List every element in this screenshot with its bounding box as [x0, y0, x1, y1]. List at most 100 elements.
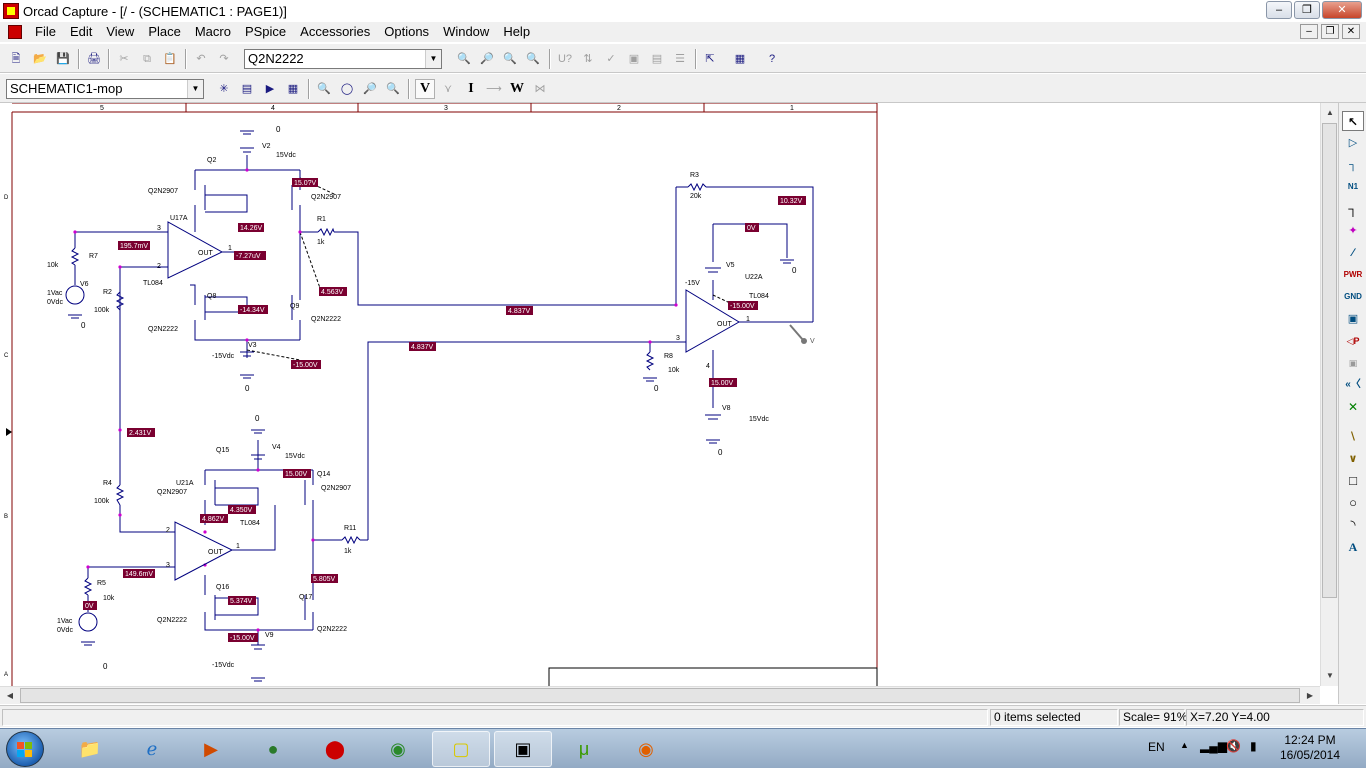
place-arc-icon[interactable]: ◝	[1350, 517, 1356, 532]
help-icon[interactable]: ?	[768, 53, 776, 65]
voltage-marker[interactable]: 149.6mV	[123, 569, 155, 578]
place-pin-icon[interactable]: ▣	[1348, 358, 1358, 368]
zoom-area-icon[interactable]: 🔍	[503, 53, 517, 65]
voltage-marker[interactable]: -15.00V	[291, 360, 321, 369]
voltage-markers[interactable]: 15.0?V 14.26V 195.7mV -7.27uV 4.563V -14…	[83, 178, 806, 642]
document-icon[interactable]	[8, 25, 22, 39]
voltage-probe-marker[interactable]: V	[789, 324, 815, 345]
place-ground-icon[interactable]: GND	[1344, 292, 1362, 301]
close-button[interactable]: ✕	[1322, 1, 1362, 19]
schematic-combo[interactable]: SCHEMATIC1-mop ▼	[6, 79, 204, 99]
place-part-icon[interactable]: ▷	[1348, 137, 1358, 149]
print-icon[interactable]: 🖨	[87, 53, 101, 65]
place-hierarchical-block-icon[interactable]: ▣	[1347, 313, 1359, 325]
bias-current-display-icon[interactable]: I	[468, 81, 474, 96]
place-power-icon[interactable]: PWR	[1343, 270, 1363, 279]
orcad-app-icon[interactable]	[3, 3, 19, 19]
menu-pspice[interactable]: PSpice	[244, 24, 287, 39]
redo-icon[interactable]: ↷	[219, 53, 229, 65]
view-simulation-results-icon[interactable]: ▦	[287, 83, 299, 95]
place-ellipse-icon[interactable]: ○	[1349, 495, 1357, 510]
system-clock[interactable]: 12:24 PM 16/05/2014	[1270, 733, 1350, 763]
enable-power-selected-icon[interactable]: ⋈	[534, 83, 546, 95]
chrome-taskbar-icon[interactable]: ◉	[390, 738, 406, 759]
doc-restore-button[interactable]: ❐	[1321, 24, 1339, 39]
voltage-marker[interactable]: 15.0?V	[292, 178, 318, 187]
project-manager-icon[interactable]: ▦	[734, 53, 746, 65]
battery-icon[interactable]: ▮	[1250, 739, 1257, 753]
chevron-down-icon[interactable]: ▼	[187, 80, 203, 98]
voltage-marker[interactable]: 0V	[745, 223, 759, 232]
menu-accessories[interactable]: Accessories	[300, 24, 371, 39]
open-icon[interactable]: 📂	[33, 53, 47, 65]
select-tool-icon[interactable]: ↖	[1342, 111, 1364, 131]
voltage-marker[interactable]: 15.00V	[709, 378, 737, 387]
voltage-marker[interactable]: 5.805V	[311, 574, 338, 583]
chevron-down-icon[interactable]: ▼	[425, 50, 441, 68]
power-marker-icon[interactable]: 🔍	[386, 83, 400, 95]
paste-icon[interactable]: 📋	[163, 53, 177, 65]
voltage-marker[interactable]: 4.837V	[506, 306, 533, 315]
place-off-page-connector-icon[interactable]: «〈	[1345, 379, 1361, 390]
place-line-icon[interactable]: ∖	[1349, 431, 1357, 443]
start-button[interactable]	[6, 731, 44, 767]
new-icon[interactable]: 🗎	[11, 53, 21, 65]
cut-icon[interactable]: ✂	[119, 53, 129, 65]
utorrent-taskbar-icon[interactable]: μ	[578, 738, 590, 759]
voltage-marker-icon[interactable]: 🔍	[317, 83, 331, 95]
menu-options[interactable]: Options	[384, 24, 430, 39]
restore-button[interactable]: ❐	[1294, 1, 1320, 19]
run-pspice-icon[interactable]: ▶	[265, 83, 275, 95]
zoom-out-icon[interactable]: 🔎	[480, 53, 494, 65]
voltage-marker[interactable]: -15.00V	[728, 301, 758, 310]
zoom-in-icon[interactable]: 🔍	[457, 53, 471, 65]
scroll-left-icon[interactable]: ◀	[6, 691, 14, 700]
scroll-down-icon[interactable]: ▼	[1326, 671, 1334, 680]
media-player-taskbar-icon[interactable]: ▶	[204, 738, 218, 759]
new-simulation-profile-icon[interactable]: ✳	[219, 83, 229, 95]
place-net-alias-icon[interactable]: N1	[1347, 182, 1359, 191]
horizontal-scroll-thumb[interactable]	[20, 688, 1300, 703]
annotate-icon[interactable]: U?	[557, 53, 573, 65]
doc-close-button[interactable]: ✕	[1342, 24, 1360, 39]
orcad-taskbar-icon[interactable]: ▣	[494, 731, 552, 767]
place-port-icon[interactable]: ◁P	[1346, 336, 1360, 346]
current-marker-icon[interactable]: 🔎	[363, 83, 377, 95]
menu-help[interactable]: Help	[503, 24, 531, 39]
voltage-marker[interactable]: 14.26V	[238, 223, 264, 232]
horizontal-scrollbar[interactable]: ◀ ▶	[0, 686, 1320, 704]
place-junction-icon[interactable]: ✦	[1348, 225, 1358, 237]
internet-explorer-taskbar-icon[interactable]: ℯ	[146, 738, 158, 759]
language-indicator[interactable]: EN	[1148, 740, 1165, 754]
voltage-marker[interactable]: -14.34V	[238, 305, 268, 314]
voltage-differential-marker-icon[interactable]: ◯	[340, 83, 354, 95]
place-text-icon[interactable]: A	[1348, 540, 1358, 554]
place-bus-entry-icon[interactable]: ∕	[1352, 247, 1354, 259]
zoom-all-icon[interactable]: 🔍	[526, 53, 540, 65]
place-bus-icon[interactable]: ┐	[1348, 201, 1358, 216]
place-rectangle-icon[interactable]: □	[1349, 473, 1357, 488]
doc-minimize-button[interactable]: –	[1300, 24, 1318, 39]
voltage-marker[interactable]: 4.862V	[200, 514, 228, 523]
voltage-marker[interactable]: 0V	[83, 601, 97, 610]
part-combo[interactable]: Q2N2222 ▼	[244, 49, 442, 69]
place-polyline-icon[interactable]: ∨	[1348, 453, 1358, 465]
save-icon[interactable]: 💾	[56, 53, 70, 65]
menu-edit[interactable]: Edit	[69, 24, 93, 39]
place-no-connect-icon[interactable]: ✕	[1347, 400, 1359, 414]
voltage-marker[interactable]: 4.837V	[409, 342, 436, 351]
voltage-marker[interactable]: 4.563V	[319, 287, 347, 296]
menu-view[interactable]: View	[106, 24, 135, 39]
back-annotate-icon[interactable]: ⇅	[583, 53, 593, 65]
firefox-taskbar-icon[interactable]: ◉	[638, 738, 654, 759]
minimize-button[interactable]: –	[1266, 1, 1292, 19]
schematic-canvas[interactable]: 5 4 3 2 1 D C B A	[0, 103, 1338, 686]
voltage-marker[interactable]: 15.00V	[283, 469, 311, 478]
snipping-taskbar-icon[interactable]: ⬤	[324, 738, 346, 759]
voltage-marker[interactable]: -7.27uV	[234, 251, 266, 260]
volume-muted-icon[interactable]: 🔇	[1226, 739, 1241, 753]
vertical-scroll-thumb[interactable]	[1322, 123, 1337, 598]
network-taskbar-icon[interactable]: ●	[267, 738, 279, 759]
place-wire-icon[interactable]: ┐	[1349, 159, 1357, 171]
menu-window[interactable]: Window	[443, 24, 490, 39]
